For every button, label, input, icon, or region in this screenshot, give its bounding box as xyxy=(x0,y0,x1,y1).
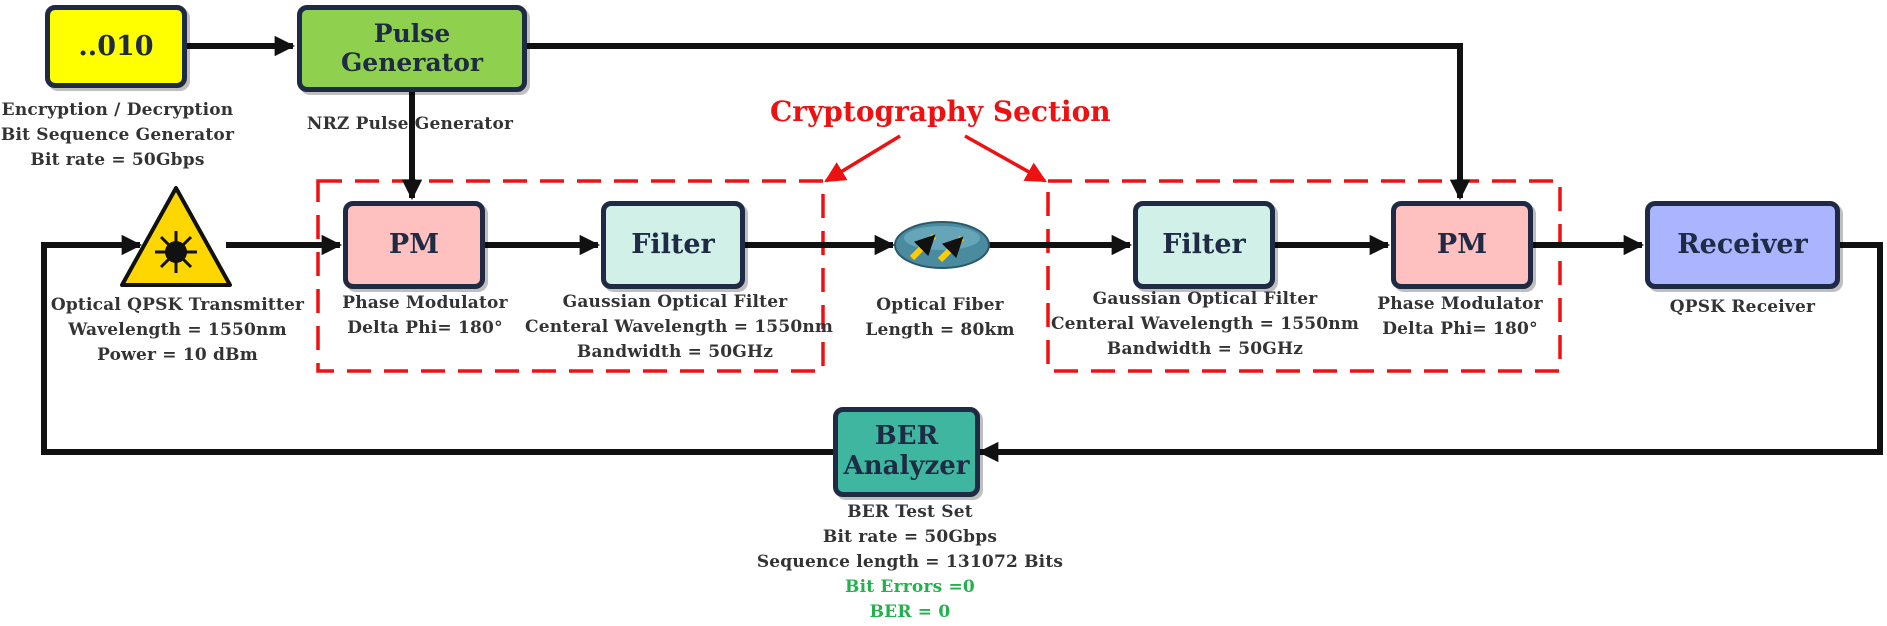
filter-left-label: Filter xyxy=(631,229,715,261)
laser-warning-icon xyxy=(120,186,232,287)
phase-modulator-right-block[interactable]: PM xyxy=(1391,201,1533,289)
pulse-generator-caption: NRZ Pulse Generator xyxy=(306,114,514,134)
pm-right-caption: Phase Modulator Delta Phi= 180° xyxy=(1377,294,1543,339)
optical-fiber-icon xyxy=(894,221,990,269)
filter-left-caption: Gaussian Optical Filter Centeral Wavelen… xyxy=(525,292,834,362)
fiber-caption: Optical Fiber Length = 80km xyxy=(865,295,1015,340)
ber-analyzer-label-line1: BER xyxy=(874,421,939,452)
ber-results-caption: Bit Errors =0 BER = 0 xyxy=(845,577,975,622)
pm-right-label: PM xyxy=(1436,229,1488,261)
receiver-caption: QPSK Receiver xyxy=(1669,297,1816,317)
pm-left-label: PM xyxy=(388,229,440,261)
gaussian-filter-right-block[interactable]: Filter xyxy=(1133,201,1275,289)
pulse-generator-block[interactable]: Pulse Generator xyxy=(297,5,527,92)
ber-caption: BER Test Set Bit rate = 50Gbps Sequence … xyxy=(756,502,1064,572)
gaussian-filter-left-block[interactable]: Filter xyxy=(601,201,745,289)
filter-right-label: Filter xyxy=(1162,229,1246,261)
filter-right-caption: Gaussian Optical Filter Centeral Wavelen… xyxy=(1050,289,1360,359)
transmitter-caption: Optical QPSK Transmitter Wavelength = 15… xyxy=(50,295,305,365)
receiver-label: Receiver xyxy=(1677,229,1808,261)
bit-sequence-generator-block[interactable]: ..010 xyxy=(45,5,187,88)
qpsk-receiver-block[interactable]: Receiver xyxy=(1645,201,1840,289)
bit-sequence-label: ..010 xyxy=(78,30,154,62)
link-receiver-to-ber xyxy=(977,242,1883,463)
crypto-pointer-left xyxy=(824,134,901,183)
phase-modulator-left-block[interactable]: PM xyxy=(343,201,485,289)
crypto-region-left xyxy=(316,179,825,373)
crypto-region-right xyxy=(1046,179,1562,373)
pm-left-caption: Phase Modulator Delta Phi= 180° xyxy=(342,293,508,338)
link-pulsegen-to-pm-right xyxy=(527,43,1471,201)
ber-analyzer-block[interactable]: BER Analyzer xyxy=(833,407,980,497)
cryptography-section-title: Cryptography Section xyxy=(770,95,1111,128)
bit-sequence-caption: Encryption / Decryption Bit Sequence Gen… xyxy=(0,100,235,170)
link-ber-feedback-to-laser xyxy=(41,234,833,455)
crypto-pointer-right xyxy=(964,134,1047,183)
pulse-generator-label: Pulse Generator xyxy=(340,18,484,77)
ber-analyzer-label-line2: Analyzer xyxy=(843,451,970,481)
